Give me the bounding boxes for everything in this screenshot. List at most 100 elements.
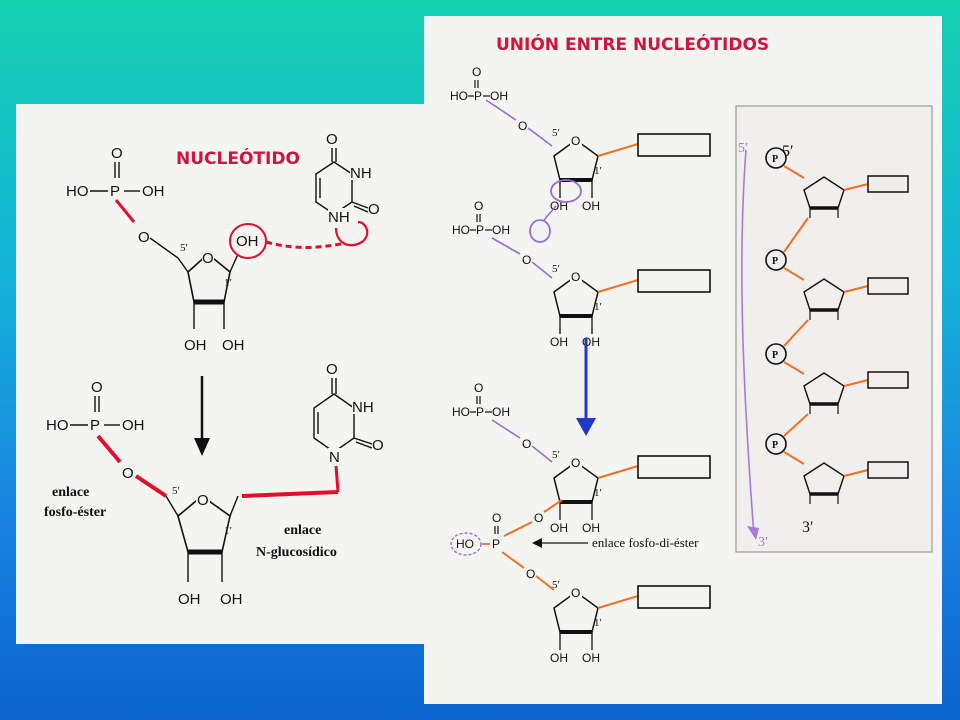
- nucleotide-panel: NUCLEÓTIDO O HO P OH O 5′ O 1′ OH OH OH …: [16, 104, 424, 644]
- top-sugar-ring: 5′ O 1′ OH OH OH: [177, 223, 267, 354]
- ring-o: O: [571, 456, 580, 470]
- bottom-sugar-c1: 1′: [224, 525, 232, 537]
- strand-link: [783, 319, 809, 347]
- strand-unit-3: P: [765, 343, 909, 437]
- strand-direction-arrow: [741, 149, 755, 537]
- bottom-phosphate-o-top: O: [91, 379, 103, 396]
- nucleotide-diagram: NUCLEÓTIDO O HO P OH O 5′ O 1′ OH OH OH …: [44, 131, 384, 608]
- top-nucleotide-2-c5: 5′: [552, 263, 560, 275]
- strand-base-bond: [843, 183, 869, 191]
- strand-phosphate-2: [765, 249, 787, 271]
- phos-oh: OH: [492, 405, 510, 419]
- ring-o: O: [571, 586, 580, 600]
- oh-highlight: [550, 179, 582, 203]
- phos-o: O: [472, 65, 481, 79]
- bottom-base-uracil: O NH O N: [313, 361, 384, 493]
- product-nucleotide-2-base-bond: [597, 595, 639, 609]
- reaction-link: [543, 205, 557, 221]
- strand-link: [783, 217, 809, 253]
- strand-base-bond: [843, 379, 869, 387]
- bottom-sugar-c5: 5′: [172, 485, 180, 497]
- phos-oh: OH: [490, 89, 508, 103]
- product-nucleotide-2-oh-3: OH: [550, 651, 568, 665]
- ring-o-mask: [570, 134, 582, 146]
- strand-base-4: [867, 461, 909, 479]
- bottom-phosphate-oh: OH: [122, 417, 145, 434]
- bottom-sugar-oh-2: OH: [220, 591, 243, 608]
- base-nh: NH: [350, 165, 372, 182]
- ho-highlight: [450, 532, 482, 556]
- top-nucleotide-1-c5: 5′: [552, 127, 560, 139]
- sugar-ring-o: O: [202, 250, 214, 267]
- base-o-right: O: [368, 201, 380, 218]
- top-nucleotide-2-base-box: [637, 269, 711, 293]
- strand-unit-2: P: [765, 249, 909, 347]
- diester-bond-down-2: [535, 575, 555, 591]
- base-o-top: O: [326, 131, 338, 148]
- ring-o: O: [571, 134, 580, 148]
- phos-link: [491, 237, 521, 255]
- bottom-sugar-ring-o: O: [197, 492, 209, 509]
- strand-unit-4: P: [765, 433, 909, 504]
- phosphate-bridge-o: O: [138, 229, 150, 246]
- phos-p: P: [476, 405, 484, 419]
- phosphate-o-top: O: [111, 145, 123, 162]
- sugar-c5-label: 5′: [180, 242, 188, 254]
- phos-p: P: [476, 223, 484, 237]
- sugar-oh-1: OH: [236, 233, 259, 250]
- strand-link: [783, 413, 809, 437]
- product-nucleotide-1-c5: 5′: [552, 449, 560, 461]
- phosphate-p: P: [110, 183, 120, 200]
- top-base-uracil: O NH O NH: [315, 131, 380, 247]
- strand-3-label: 3′: [802, 519, 814, 536]
- phos-ho: HO: [452, 405, 470, 419]
- diester-bond-up-2: [543, 499, 563, 513]
- diester-o-up: O: [534, 511, 543, 525]
- bridge-o-3: O: [522, 437, 531, 451]
- strand-unit-1: P: [765, 147, 909, 253]
- product-nucleotide-1-base-bond: [597, 465, 639, 479]
- strand-sugar-1: [803, 176, 845, 209]
- strand-bond: [783, 361, 805, 375]
- bottom-sugar-ring: 5′ O 1′ OH OH: [165, 485, 243, 608]
- strand-sugar-2: [803, 278, 845, 311]
- product-nucleotide-1-oh-2: OH: [582, 521, 600, 535]
- union-title: UNIÓN ENTRE NUCLEÓTIDOS: [496, 33, 769, 55]
- top-nucleotide-1-base-box: [637, 133, 711, 157]
- strand-bond: [783, 267, 805, 281]
- strand-p-label-1: P: [772, 154, 778, 165]
- bottom-sugar-oh-3: OH: [178, 591, 201, 608]
- phos-ho: HO: [452, 223, 470, 237]
- diester-ho: HO: [456, 537, 474, 551]
- bottom-base-o-top: O: [326, 361, 338, 378]
- strand-bond: [783, 451, 805, 465]
- oh-highlight-2: [529, 219, 551, 243]
- label-phospho-line2: fosfo-éster: [44, 505, 106, 520]
- bottom-phosphate-bridge-o: O: [122, 465, 134, 482]
- diester-p: P: [492, 537, 500, 551]
- nucleotide-title: NUCLEÓTIDO: [176, 147, 300, 169]
- phos-ho: HO: [450, 89, 468, 103]
- diester-o-top: O: [492, 511, 501, 525]
- strand-sugar-3: [803, 372, 845, 405]
- bridge-o-2: O: [522, 253, 531, 267]
- base-n-h: NH: [328, 209, 350, 226]
- top-nucleotide-2-base-bond: [597, 279, 639, 293]
- strand-p-label-3: P: [772, 350, 778, 361]
- bottom-base-n: N: [329, 449, 340, 466]
- sugar-oh-3: OH: [184, 337, 207, 354]
- phosphate-ho: HO: [66, 183, 89, 200]
- phosphate-oh: OH: [142, 183, 165, 200]
- product-nucleotide-2-oh-2: OH: [582, 651, 600, 665]
- ring-o-mask: [570, 586, 582, 598]
- n-glycosidic-bond: [241, 490, 339, 498]
- top-nucleotide-1-oh-2: OH: [582, 199, 600, 213]
